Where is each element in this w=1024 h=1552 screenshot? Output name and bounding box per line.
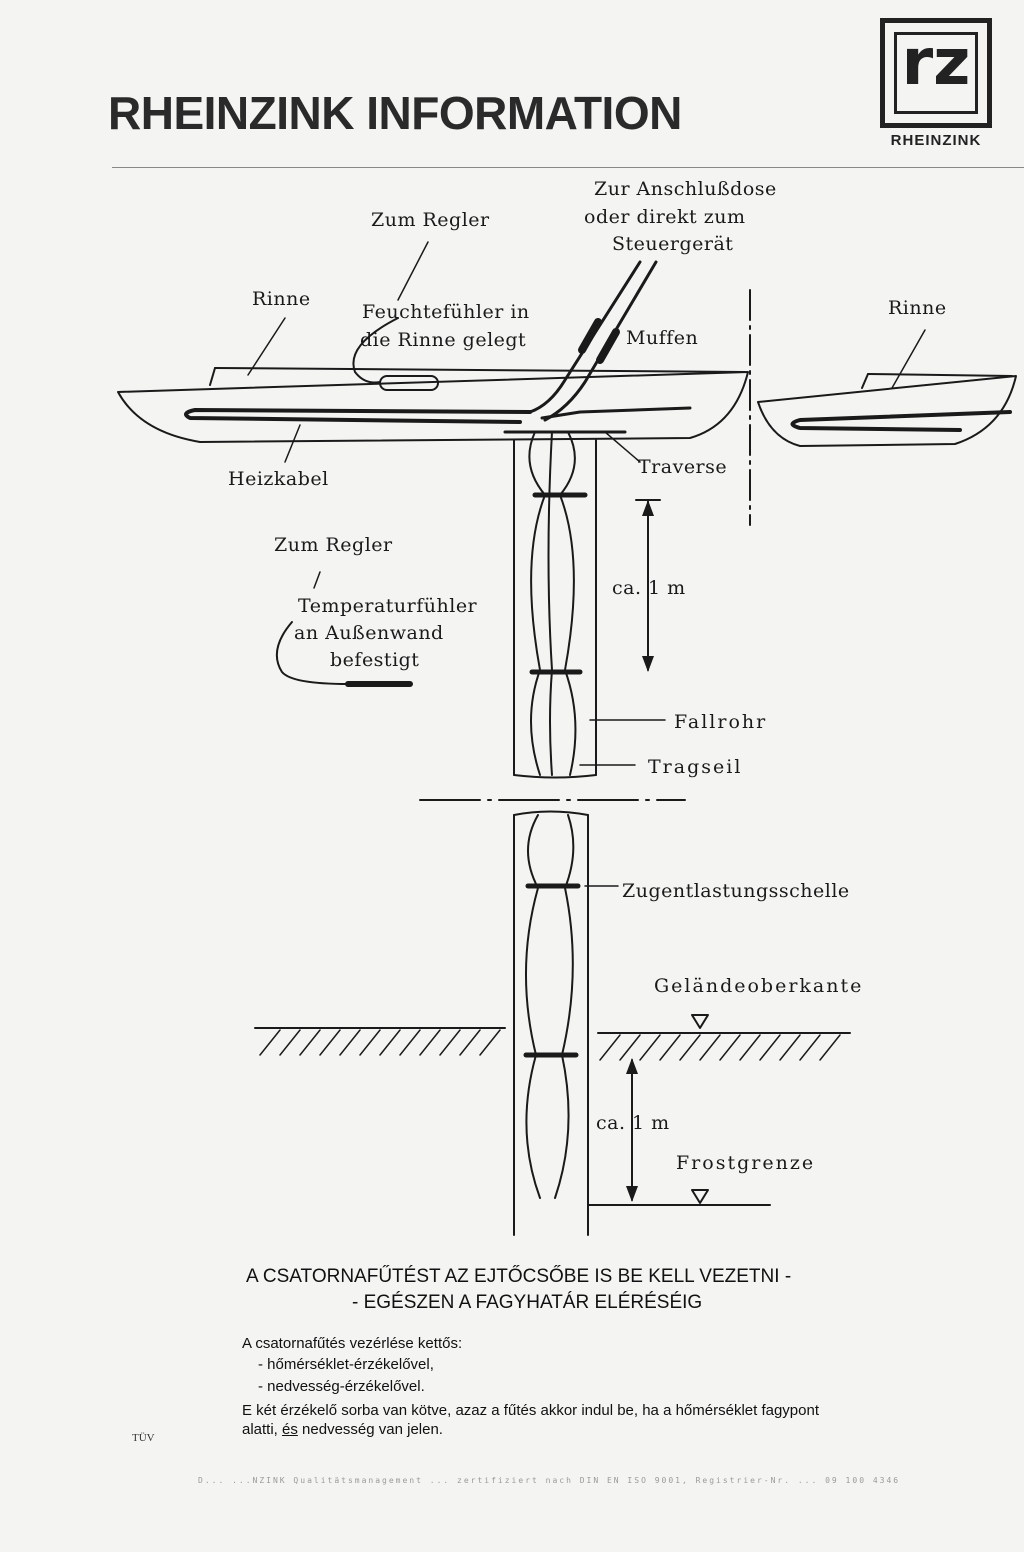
label-anschlussdose-2: oder direkt zum xyxy=(584,206,746,228)
label-feuchtefuehler-2: die Rinne gelegt xyxy=(360,329,527,351)
cable-to-box-2 xyxy=(543,260,658,422)
heating-cable-right xyxy=(790,410,1012,432)
caption-line-2: - EGÉSZEN A FAGYHATÁR ELÉRÉSÉIG xyxy=(352,1292,703,1313)
frost-level-marker xyxy=(691,1189,709,1204)
label-fallrohr: Fallrohr xyxy=(674,711,768,733)
gutter-left xyxy=(117,371,749,443)
downpipe-bottom xyxy=(513,774,597,779)
moisture-sensor-wire xyxy=(352,317,399,384)
ground-level-marker xyxy=(691,1014,709,1029)
tuv-mark: TÜV xyxy=(132,1432,155,1444)
label-temperaturfuehler-1: Temperaturfühler xyxy=(298,595,478,617)
cable-twist-3 xyxy=(547,431,553,776)
arrow-up-upper xyxy=(642,500,654,516)
caption-line-1: A CSATORNAFŰTÉST AZ EJTŐCSŐBE IS BE KELL… xyxy=(246,1266,792,1287)
notes-item-2: - nedvesség-érzékelővel. xyxy=(258,1378,425,1395)
label-frostgrenze: Frostgrenze xyxy=(676,1152,816,1174)
gutter-left-inner xyxy=(209,367,216,386)
notes-emphasis: és xyxy=(282,1421,298,1438)
header-divider xyxy=(112,167,1024,168)
label-ca-1m-upper: ca. 1 m xyxy=(612,577,686,599)
gutter-right-rim xyxy=(867,373,1013,377)
ground-line xyxy=(254,1027,851,1034)
label-tragseil: Tragseil xyxy=(648,756,743,778)
rz-logo-icon: rz xyxy=(901,26,971,100)
rheinzink-logo: rz xyxy=(880,18,992,128)
logo-frame xyxy=(894,32,978,114)
leader-zum-regler-mid xyxy=(313,571,321,589)
label-temperaturfuehler-2: an Außenwand xyxy=(294,622,444,644)
label-heizkabel: Heizkabel xyxy=(228,468,329,490)
arrow-up-lower xyxy=(626,1058,638,1074)
cable-lower-1 xyxy=(525,814,541,1199)
temp-sensor-wire xyxy=(275,621,349,685)
label-rinne-left: Rinne xyxy=(252,288,311,310)
logo-text: RHEINZINK xyxy=(890,132,982,149)
label-feuchtefuehler-1: Feuchtefühler in xyxy=(362,301,530,323)
cable-lower-2 xyxy=(554,814,575,1199)
label-ca-1m-lower: ca. 1 m xyxy=(596,1112,670,1134)
notes-paragraph-2-start: alatti, xyxy=(242,1421,283,1438)
label-anschlussdose-3: Steuergerät xyxy=(612,233,734,255)
notes-paragraph-2-end: nedvesség van jelen. xyxy=(297,1421,443,1438)
label-anschlussdose-1: Zur Anschlußdose xyxy=(594,178,777,200)
downpipe-lower-top xyxy=(513,810,589,816)
label-zum-regler-mid: Zum Regler xyxy=(274,534,393,556)
cable-to-box-1 xyxy=(528,260,642,414)
leader-rinne-right xyxy=(891,329,926,389)
gutter-right xyxy=(757,375,1017,447)
label-zugentlastungsschelle: Zugentlastungsschelle xyxy=(622,880,850,902)
notes-paragraph-1: E két érzékelő sorba van kötve, azaz a f… xyxy=(242,1402,819,1419)
arrow-down-upper xyxy=(642,656,654,672)
notes-paragraph-2: alatti, és nedvesség van jelen. xyxy=(242,1421,443,1438)
leader-zum-regler-top xyxy=(397,241,429,301)
cable-twist-2 xyxy=(559,431,577,776)
leader-rinne-left xyxy=(247,317,286,376)
heating-cable-branch xyxy=(540,406,692,420)
notes-intro: A csatornafűtés vezérlése kettős: xyxy=(242,1335,463,1352)
moisture-sensor-icon xyxy=(379,375,439,391)
label-traverse: Traverse xyxy=(638,456,728,478)
page-title: RHEINZINK INFORMATION xyxy=(108,87,682,139)
certification-line: D... ...NZINK Qualitätsmanagement ... ze… xyxy=(198,1476,901,1485)
ground-hatch xyxy=(259,1029,841,1061)
heating-cable-loop xyxy=(184,408,532,424)
leader-heizkabel xyxy=(284,424,301,463)
label-muffen: Muffen xyxy=(626,327,699,349)
gutter-right-inner xyxy=(861,373,869,389)
cable-twist-1 xyxy=(528,431,546,776)
gutter-left-rim xyxy=(214,367,746,373)
muffen-sleeve-1 xyxy=(578,318,602,354)
label-temperaturfuehler-3: befestigt xyxy=(330,649,420,671)
muffen-sleeve-2 xyxy=(596,328,620,364)
leader-traverse xyxy=(604,431,641,463)
label-rinne-right: Rinne xyxy=(888,297,947,319)
notes-item-1: - hőmérséklet-érzékelővel, xyxy=(258,1356,434,1373)
label-zum-regler-top: Zum Regler xyxy=(371,209,490,231)
arrow-down-lower xyxy=(626,1186,638,1202)
label-gelaendeoberkante: Geländeoberkante xyxy=(654,975,864,997)
